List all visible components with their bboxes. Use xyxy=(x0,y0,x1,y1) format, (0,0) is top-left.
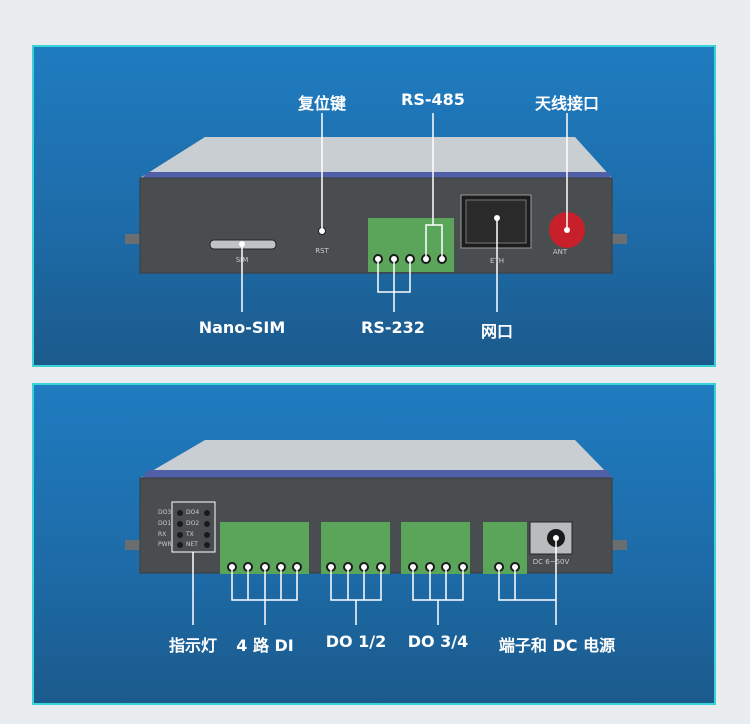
device-front-top xyxy=(125,137,627,274)
ant-label: ANT xyxy=(552,248,568,256)
led-label: RX xyxy=(158,531,167,538)
eth-label: ETH xyxy=(490,257,504,265)
callout-indicator: 指示灯 xyxy=(168,636,218,655)
sim-label: SIM xyxy=(235,256,249,264)
top-target-dots xyxy=(239,215,570,262)
callout-rs485: RS-485 xyxy=(401,90,465,109)
bottom-target-dots xyxy=(229,535,559,570)
callout-reset: 复位键 xyxy=(297,94,347,113)
callout-rs232: RS-232 xyxy=(361,318,425,337)
callout-antenna: 天线接口 xyxy=(534,94,600,113)
led-label: PWR xyxy=(158,541,172,548)
callout-di: 4 路 DI xyxy=(236,636,294,655)
callout-do34: DO 3/4 xyxy=(407,632,469,651)
callout-do12: DO 1/2 xyxy=(325,632,387,651)
callout-ethernet: 网口 xyxy=(480,322,514,341)
led-label: NET xyxy=(186,541,198,548)
rst-label: RST xyxy=(315,247,329,255)
device-front-bottom xyxy=(125,440,627,574)
led-label: DO1 xyxy=(158,520,172,527)
led-label: DO2 xyxy=(186,520,200,527)
led-label: DO4 xyxy=(186,509,200,516)
led-label: TX xyxy=(186,531,194,538)
bottom-callout-lines xyxy=(192,538,557,625)
callout-power: 端子和 DC 电源 xyxy=(498,636,616,655)
dc-label: DC 6~60V xyxy=(532,558,570,566)
callout-nano-sim: Nano-SIM xyxy=(198,318,286,337)
led-label: DO3 xyxy=(158,509,172,516)
top-callout-lines xyxy=(241,113,568,312)
